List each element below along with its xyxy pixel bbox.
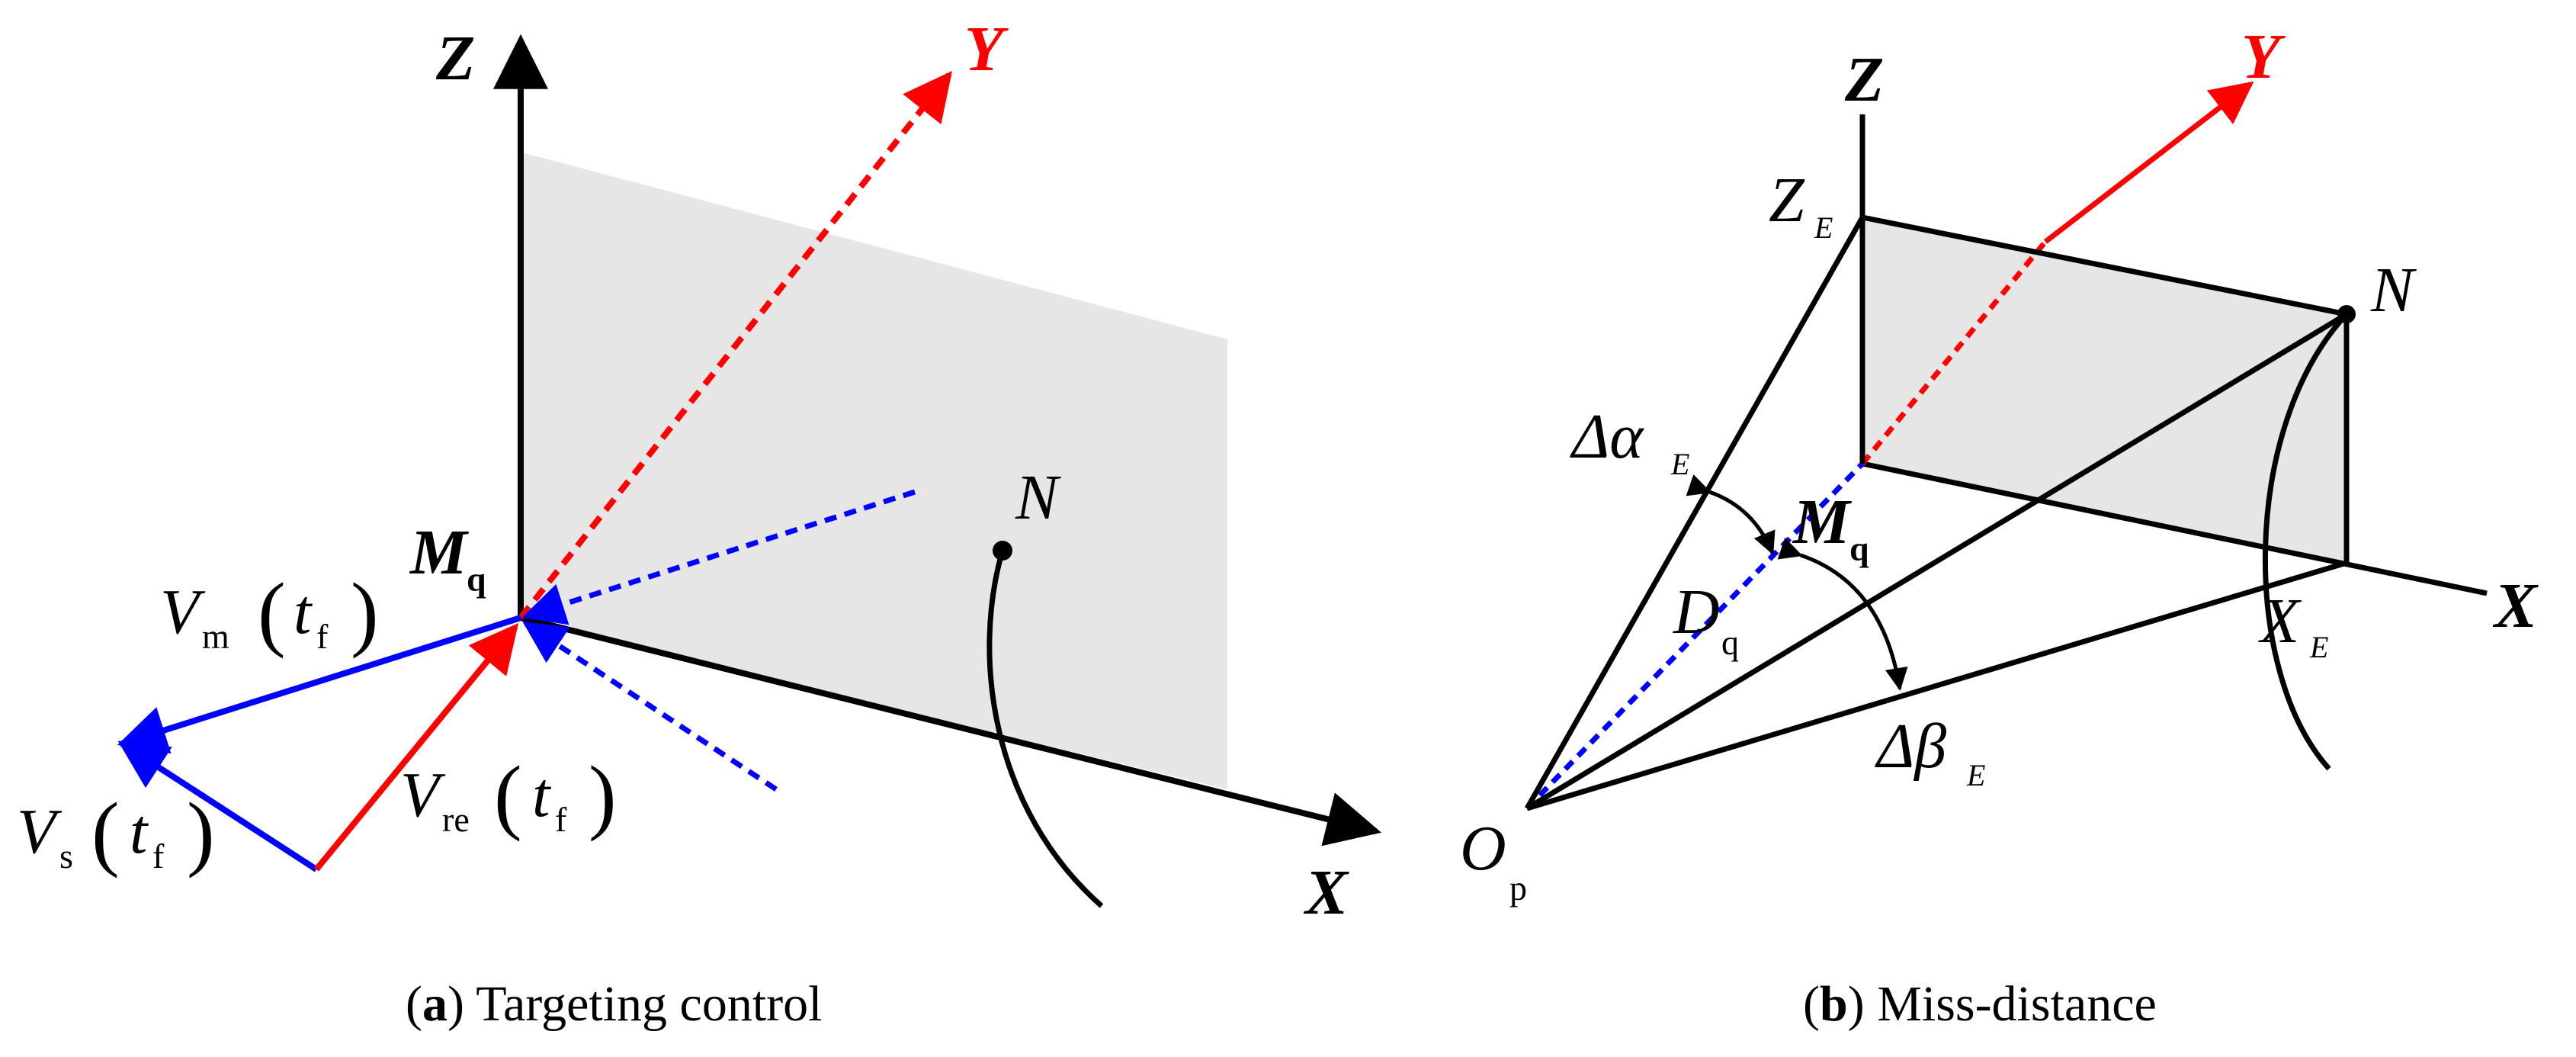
svg-text:V: V: [17, 796, 63, 867]
axis-label-y-a: Y: [964, 14, 1009, 85]
axis-label-y-b: Y: [2241, 21, 2286, 92]
caption-a: (a) Targeting control: [406, 976, 822, 1032]
y-axis-b-dashed: [1860, 239, 2048, 466]
svg-text:f: f: [316, 617, 329, 656]
svg-text:E: E: [1966, 758, 1985, 792]
origin-label-b: M q: [1792, 487, 1869, 568]
svg-text:Δα: Δα: [1570, 401, 1644, 472]
svg-text:t: t: [532, 760, 552, 830]
point-label-n-a: N: [1015, 462, 1061, 533]
svg-text:E: E: [2309, 630, 2328, 664]
x-axis-a: [520, 615, 1381, 847]
dq-label: D q: [1673, 577, 1739, 662]
svg-text:X: X: [2258, 586, 2302, 657]
vm-vector: [117, 615, 522, 754]
vre-vector: [313, 623, 519, 872]
axis-label-z-b: Z: [1844, 44, 1884, 115]
svg-text:V: V: [160, 577, 206, 647]
svg-text:M: M: [1792, 487, 1853, 557]
axis-label-x-a: X: [1303, 857, 1349, 928]
svg-text:p: p: [1509, 869, 1527, 908]
y-axis-a: [518, 70, 952, 620]
svg-text:(: (: [91, 786, 120, 879]
dbeta-label: Δβ E: [1875, 711, 1985, 792]
svg-text:E: E: [1814, 210, 1833, 245]
point-n-b: [2337, 305, 2356, 323]
svg-text:Z: Z: [1769, 165, 1805, 236]
axis-label-x-b: X: [2492, 570, 2539, 641]
svg-text:t: t: [130, 796, 149, 867]
axis-label-z-a: Z: [435, 23, 475, 94]
svg-text:m: m: [202, 617, 229, 656]
point-label-n-b: N: [2370, 255, 2417, 326]
x-axis-b: [1862, 461, 2488, 596]
dalpha-label: Δα E: [1570, 401, 1689, 481]
target-plane-a: [522, 153, 1227, 789]
svg-text:): ): [351, 566, 379, 659]
op-label: O p: [1460, 813, 1527, 908]
svg-text:s: s: [59, 837, 73, 875]
blue-dashed-upper: [521, 489, 916, 625]
ray-to-n: [1525, 312, 2348, 811]
origin-label-a: M q: [409, 517, 486, 599]
svg-text:q: q: [1849, 529, 1869, 568]
svg-text:D: D: [1673, 577, 1720, 647]
svg-text:): ): [187, 786, 215, 879]
svg-text:(: (: [258, 566, 286, 659]
svg-text:f: f: [152, 837, 165, 875]
svg-text:t: t: [294, 577, 313, 647]
los-dashed-b: [1525, 461, 1865, 811]
svg-text:q: q: [1721, 623, 1739, 662]
xe-label: X E: [2258, 586, 2328, 664]
target-plane-b: [1862, 217, 2347, 563]
beta-arc: [1777, 538, 1908, 691]
alpha-arc: [1686, 474, 1776, 555]
blue-dashed-lower: [522, 621, 778, 792]
vs-vector: [117, 741, 319, 872]
svg-text:q: q: [467, 560, 486, 599]
ze-label: Z E: [1769, 165, 1833, 245]
svg-text:re: re: [442, 800, 470, 839]
svg-text:E: E: [1670, 447, 1689, 481]
plane-edge-top: [1862, 214, 2347, 317]
svg-text:Δβ: Δβ: [1875, 711, 1946, 782]
point-n-a: [993, 541, 1012, 561]
trajectory-curve-b: [2262, 312, 2349, 771]
panel-b: Z Y X Z E X E N M q O p D q Δα: [1460, 21, 2539, 1032]
panel-a: Z Y X N M q V m ( t f ) V s ( t f ): [17, 14, 1381, 1032]
vm-label: V m ( t f ): [160, 566, 379, 659]
vre-label: V re ( t f ): [400, 749, 617, 842]
svg-text:M: M: [409, 517, 470, 588]
vs-label: V s ( t f ): [17, 786, 215, 879]
svg-text:f: f: [555, 800, 567, 839]
svg-text:O: O: [1460, 813, 1506, 884]
svg-text:): ): [589, 749, 617, 842]
caption-b: (b) Miss-distance: [1803, 976, 2157, 1032]
trajectory-curve-a: [986, 550, 1104, 908]
svg-text:V: V: [400, 760, 446, 830]
svg-text:(: (: [494, 749, 522, 842]
y-axis-b: [2043, 81, 2254, 244]
ray-to-xe: [1525, 560, 2348, 811]
